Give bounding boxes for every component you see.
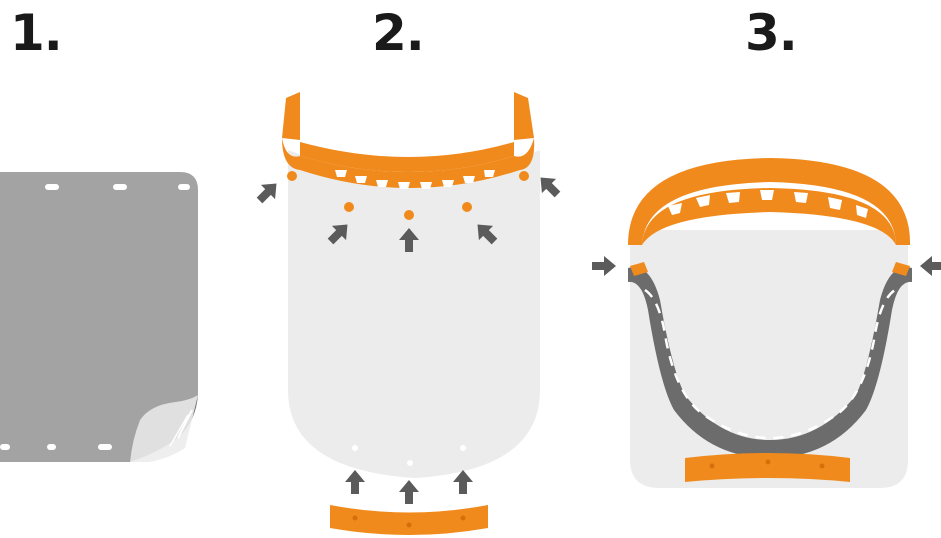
bottom-strip xyxy=(330,505,488,535)
headband-orange xyxy=(628,158,911,245)
step-1-number: 1. xyxy=(10,4,63,62)
visor-sheet xyxy=(288,150,540,478)
step-3-assembly xyxy=(592,158,941,488)
step-2-assembly xyxy=(252,92,565,535)
step-3-number: 3. xyxy=(745,4,798,62)
step-1-sheet xyxy=(0,172,198,462)
step-2-number: 2. xyxy=(372,4,425,62)
bottom-strip xyxy=(685,453,850,482)
